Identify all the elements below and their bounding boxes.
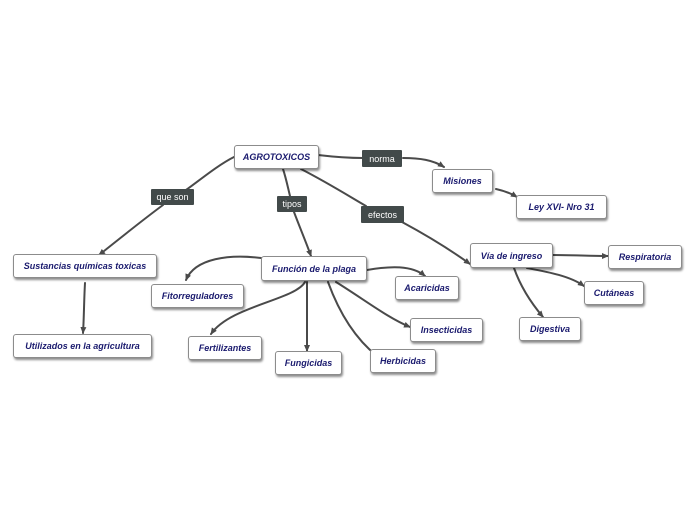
node-digestiva[interactable]: Digestiva [519,317,581,341]
edge-via-respiratoria [552,252,609,259]
edge-norma-misiones [402,157,445,168]
node-utilizados[interactable]: Utilizados en la agricultura [13,334,152,358]
label-tipos: tipos [277,196,307,212]
node-agrotoxicos[interactable]: AGROTOXICOS [234,145,319,169]
edge-tipos-funcion [293,211,312,257]
node-respiratoria[interactable]: Respiratoria [608,245,682,269]
node-herbicidas[interactable]: Herbicidas [370,349,436,373]
edge-via-digestiva [513,267,544,318]
label-norma: norma [362,150,402,167]
node-cutaneas[interactable]: Cutáneas [584,281,644,305]
node-funcion[interactable]: Función de la plaga [261,256,367,281]
edge-funcion-insecticidas [335,281,411,328]
edge-misiones-ley [495,188,518,198]
node-sustancias[interactable]: Sustancias químicas toxicas [13,254,157,278]
node-misiones[interactable]: Misiones [432,169,493,193]
edge-funcion-acaricidas [366,266,426,277]
node-fertilizantes[interactable]: Fertilizantes [188,336,262,360]
node-fungicidas[interactable]: Fungicidas [275,351,342,375]
node-ley[interactable]: Ley XVI- Nro 31 [516,195,607,219]
node-fitorreguladores[interactable]: Fitorreguladores [151,284,244,308]
edge-agrotoxicos-efectos [300,168,367,207]
edge-efectos-via [401,221,471,265]
edge-queson-sustancias [98,204,164,256]
edge-agrotoxicos-queson [185,156,235,191]
label-que-son: que son [151,189,194,205]
label-efectos: efectos [361,206,404,223]
node-acaricidas[interactable]: Acaricidas [395,276,459,300]
edge-agrotoxicos-tipos [282,168,291,197]
edge-sustancias-utilizados [80,282,87,334]
node-insecticidas[interactable]: Insecticidas [410,318,483,342]
edge-via-cutaneas [526,267,585,287]
edge-funcion-fertilizantes [210,281,306,335]
node-via-ingreso[interactable]: Vía de ingreso [470,243,553,268]
edge-agrotoxicos-norma [317,154,364,159]
edge-funcion-fitorreguladores [185,255,262,281]
